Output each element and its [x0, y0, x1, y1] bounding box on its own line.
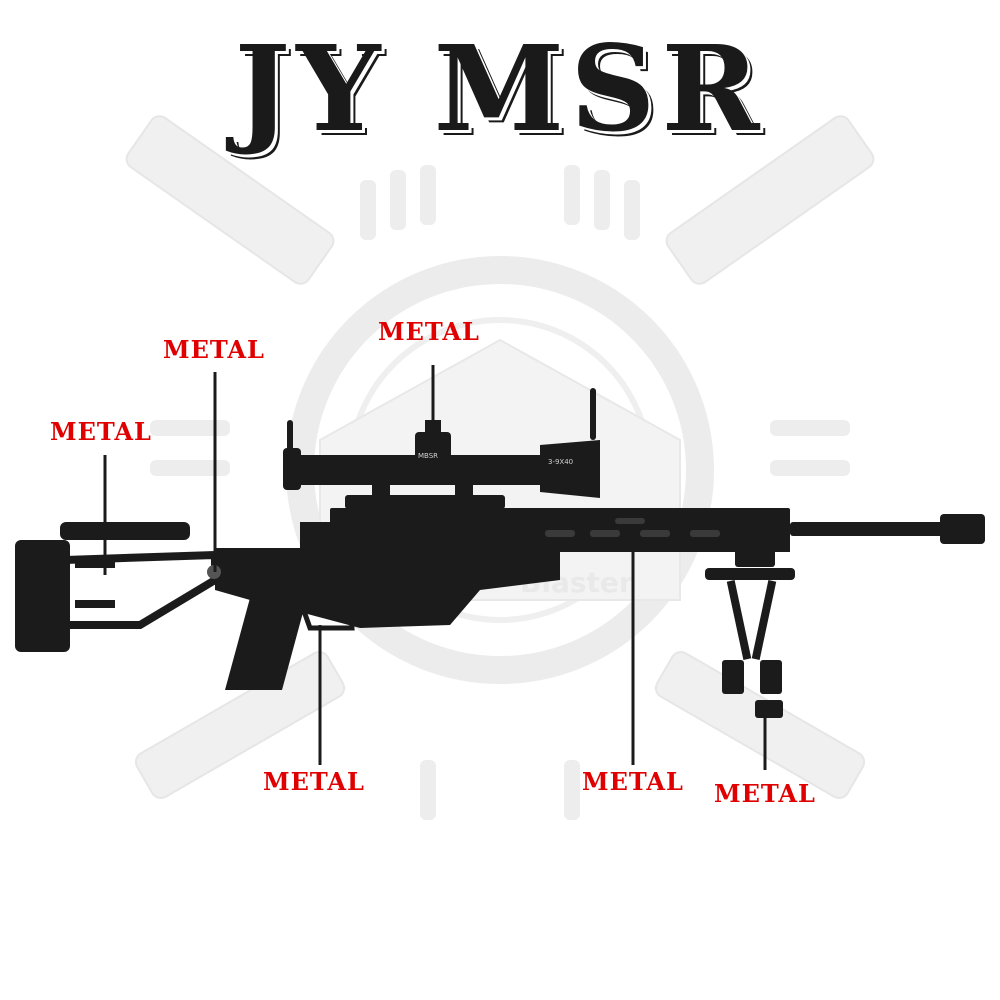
- pistol-grip: [225, 598, 305, 690]
- handguard: [300, 508, 790, 552]
- trigger-guard: [296, 597, 355, 631]
- label-stock: METAL: [50, 417, 152, 446]
- scope-model: 3-9X40: [548, 458, 573, 466]
- magazine: [360, 585, 440, 625]
- label-buttstock: METAL: [163, 335, 265, 364]
- page-title: JY MSR: [234, 19, 766, 158]
- scope-brand: MBSR: [418, 452, 438, 460]
- barrel: [790, 522, 950, 536]
- bipod: [705, 545, 795, 718]
- stock: [15, 522, 221, 652]
- muzzle-brake: [940, 514, 985, 544]
- pointer-lines: [103, 365, 767, 770]
- scope: 3-9X40 MBSR: [283, 388, 600, 509]
- label-bipod: METAL: [714, 779, 816, 808]
- label-trigger: METAL: [263, 767, 365, 796]
- label-handguard: METAL: [582, 767, 684, 796]
- label-scope: METAL: [378, 317, 480, 346]
